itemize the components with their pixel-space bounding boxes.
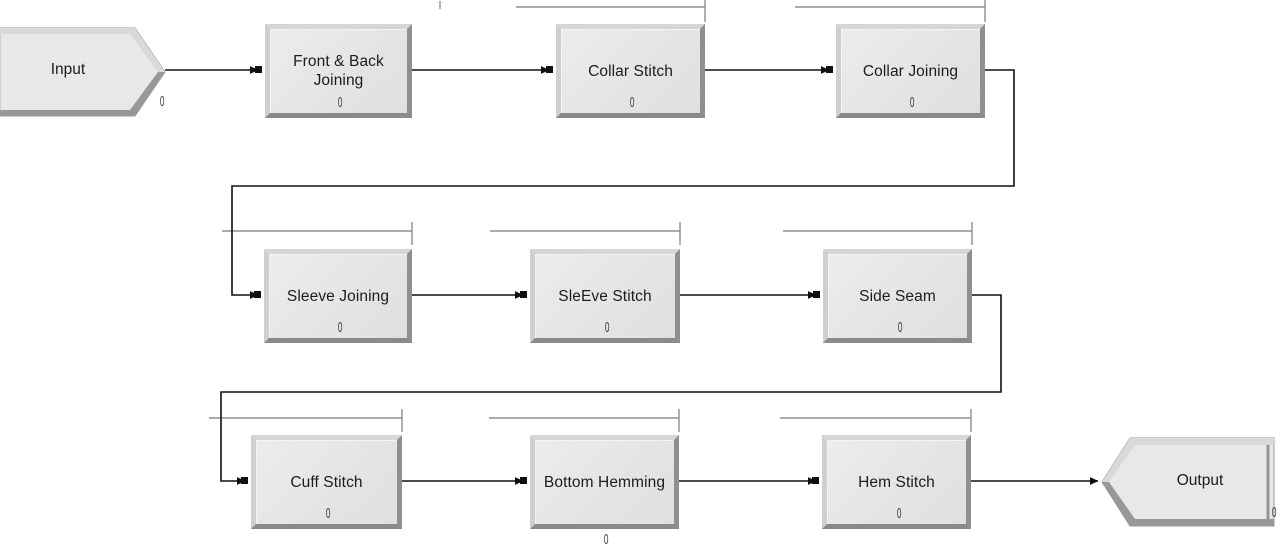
node-front-back-joining-label: Front & Back Joining [293, 53, 384, 89]
node-collar-stitch-label: Collar Stitch [588, 62, 673, 80]
rail-group-row2 [222, 222, 973, 245]
port-in-collar-stitch [546, 66, 553, 73]
terminator-input[interactable]: Input [0, 24, 170, 120]
port-in-hem-stitch [812, 477, 819, 484]
node-bottom-hemming[interactable]: Bottom Hemming [530, 435, 679, 529]
annotation-zero-sleeve-joining: 0 [337, 319, 343, 336]
annotation-zero-sleeve-stitch: 0 [604, 319, 610, 336]
node-sleeve-joining-label: Sleeve Joining [286, 287, 390, 305]
node-collar-joining-label: Collar Joining [862, 62, 959, 80]
node-bottom-hemming-label: Bottom Hemming [543, 473, 666, 491]
annotation-zero-front-back-joining: 0 [337, 94, 343, 111]
node-side-seam-label: Side Seam [859, 287, 936, 305]
terminator-output[interactable]: Output [1098, 434, 1280, 530]
annotation-zero-collar-stitch: 0 [629, 94, 635, 111]
node-hem-stitch-label: Hem Stitch [858, 473, 935, 491]
annotation-zero-hem-stitch: 0 [896, 505, 902, 522]
annotation-zero-bottom-hemming: 0 [603, 531, 609, 548]
annotation-zero-collar-joining: 0 [909, 94, 915, 111]
node-cuff-stitch-label: Cuff Stitch [290, 473, 363, 491]
annotation-zero-output: 0 [1271, 504, 1277, 521]
port-in-front-back-joining [255, 66, 262, 73]
annotation-zero-side-seam: 0 [897, 319, 903, 336]
port-in-side-seam [813, 291, 820, 298]
port-in-cuff-stitch [241, 477, 248, 484]
port-in-sleeve-stitch [520, 291, 527, 298]
port-in-collar-joining [826, 66, 833, 73]
rail-group-row3 [209, 409, 972, 432]
annotation-zero-cuff-stitch: 0 [325, 505, 331, 522]
port-in-sleeve-joining [254, 291, 261, 298]
annotation-zero-input: 0 [159, 93, 165, 110]
output-pentagon-shape [1101, 437, 1275, 527]
port-in-bottom-hemming [520, 477, 527, 484]
node-bottom-hemming-face: Bottom Hemming [535, 440, 674, 524]
node-sleeve-stitch-label: SleEve Stitch [558, 287, 652, 305]
rail-group-row1 [439, 0, 986, 22]
input-pentagon-shape [0, 27, 166, 117]
